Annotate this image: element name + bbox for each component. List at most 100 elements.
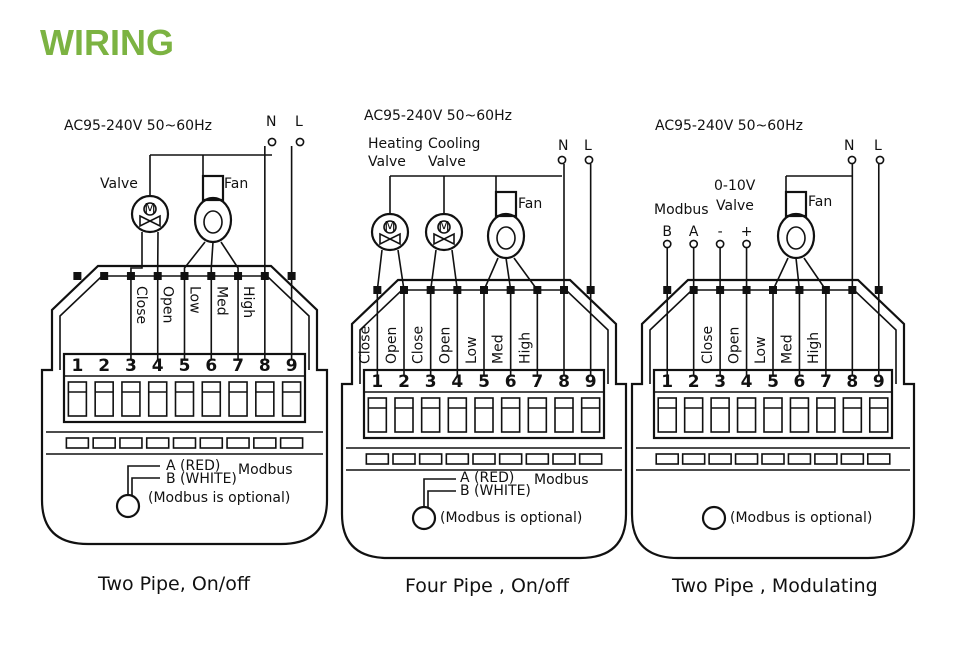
- bottom-clip: [473, 454, 495, 464]
- terminal-wire-label: High: [517, 332, 533, 364]
- heating-valve-label-1: Heating: [368, 136, 423, 152]
- live-node: [296, 138, 303, 145]
- fan-label: Fan: [808, 194, 832, 210]
- fan-inner: [497, 227, 515, 249]
- power-spec: AC95-240V 50~60Hz: [364, 108, 512, 124]
- terminal-wire-label: Open: [384, 327, 400, 364]
- terminal-wire-label: Med: [779, 334, 795, 364]
- modbus-port: [413, 507, 435, 529]
- modbus-port: [117, 495, 139, 517]
- bottom-clip: [281, 438, 303, 448]
- wire-label: A: [689, 224, 699, 240]
- bottom-clip: [526, 454, 548, 464]
- diagram-caption: Two Pipe, On/off: [97, 573, 251, 595]
- diagram-caption: Four Pipe , On/off: [405, 575, 570, 597]
- diagram-caption: Two Pipe , Modulating: [671, 575, 878, 597]
- terminal-screw: [658, 398, 676, 432]
- terminal-wire-label: Open: [160, 286, 176, 323]
- top-pin: [73, 272, 81, 280]
- valve-signal-label-1: 0-10V: [714, 178, 756, 194]
- terminal-screw: [202, 382, 220, 416]
- terminal-screw: [582, 398, 600, 432]
- bottom-clip: [683, 454, 705, 464]
- live-label: L: [295, 114, 303, 130]
- live-label: L: [874, 138, 882, 154]
- modbus-label: Modbus: [534, 472, 589, 488]
- terminal-wire-label: Med: [213, 286, 229, 316]
- fan-top: [786, 192, 806, 216]
- terminal-screw: [555, 398, 573, 432]
- cooling-valve-label-2: Valve: [428, 154, 466, 170]
- fan-inner: [787, 227, 805, 249]
- terminal-wire-label: High: [240, 286, 256, 318]
- bottom-clip: [500, 454, 522, 464]
- modbus-note: (Modbus is optional): [730, 510, 872, 526]
- cooling-close-wire: [431, 250, 436, 376]
- terminal-screw: [95, 382, 113, 416]
- terminal-screw: [843, 398, 861, 432]
- terminal-number: 1: [71, 356, 83, 376]
- live-label: L: [584, 138, 592, 154]
- terminal-screw: [711, 398, 729, 432]
- terminal-screw: [229, 382, 247, 416]
- terminal-screw: [790, 398, 808, 432]
- fan-label: Fan: [518, 196, 542, 212]
- bottom-clip: [580, 454, 602, 464]
- terminal-screw: [149, 382, 167, 416]
- bottom-clip: [254, 438, 276, 448]
- modbus-title: Modbus: [654, 202, 709, 218]
- terminal-screw: [256, 382, 274, 416]
- modbus-label: Modbus: [238, 462, 293, 478]
- bottom-clip: [762, 454, 784, 464]
- modbus-b-label: B (WHITE): [460, 483, 531, 499]
- neutral-label: N: [558, 138, 568, 154]
- terminal-wire-label: Low: [187, 286, 203, 314]
- terminal-screw: [764, 398, 782, 432]
- terminal-wire-label: Close: [700, 326, 716, 364]
- bottom-clip: [66, 438, 88, 448]
- fan-med-wire: [796, 258, 799, 376]
- bottom-clip: [227, 438, 249, 448]
- wire-label: +: [741, 224, 753, 240]
- fan-outer: [488, 214, 524, 258]
- wire-label: B: [662, 224, 672, 240]
- terminal-wire-label: Open: [727, 327, 743, 364]
- neutral-label: N: [266, 114, 276, 130]
- bottom-clip: [788, 454, 810, 464]
- neutral-node: [268, 138, 275, 145]
- bottom-clip: [200, 438, 222, 448]
- page-title: WIRING: [40, 22, 174, 64]
- modbus-note: (Modbus is optional): [148, 490, 290, 506]
- terminal-screw: [817, 398, 835, 432]
- valve-label: Valve: [100, 176, 138, 192]
- terminal-screw: [738, 398, 756, 432]
- terminal-wire-label: Close: [133, 286, 149, 324]
- cooling-valve-label-1: Cooling: [428, 136, 480, 152]
- fan-label: Fan: [224, 176, 248, 192]
- fan-inner: [204, 211, 222, 233]
- terminal-screw: [870, 398, 888, 432]
- terminal-screw: [502, 398, 520, 432]
- neutral-label: N: [844, 138, 854, 154]
- terminal-number: 2: [98, 356, 110, 376]
- neutral-node: [848, 156, 855, 163]
- power-spec: AC95-240V 50~60Hz: [655, 118, 803, 134]
- bottom-clip: [553, 454, 575, 464]
- live-node: [585, 156, 592, 163]
- bottom-clip: [420, 454, 442, 464]
- modbus-b-label: B (WHITE): [166, 471, 237, 487]
- terminal-wire-label: High: [806, 332, 822, 364]
- terminal-wire-label: Low: [464, 336, 480, 364]
- terminal-screw: [368, 398, 386, 432]
- valve-motor-label: M: [438, 220, 449, 235]
- terminal-screw: [422, 398, 440, 432]
- terminal-screw: [395, 398, 413, 432]
- terminal-wire-label: Open: [437, 327, 453, 364]
- terminal-screw: [685, 398, 703, 432]
- heating-close-wire: [377, 250, 382, 376]
- wire-label: -: [718, 224, 723, 240]
- fan-top: [496, 192, 516, 216]
